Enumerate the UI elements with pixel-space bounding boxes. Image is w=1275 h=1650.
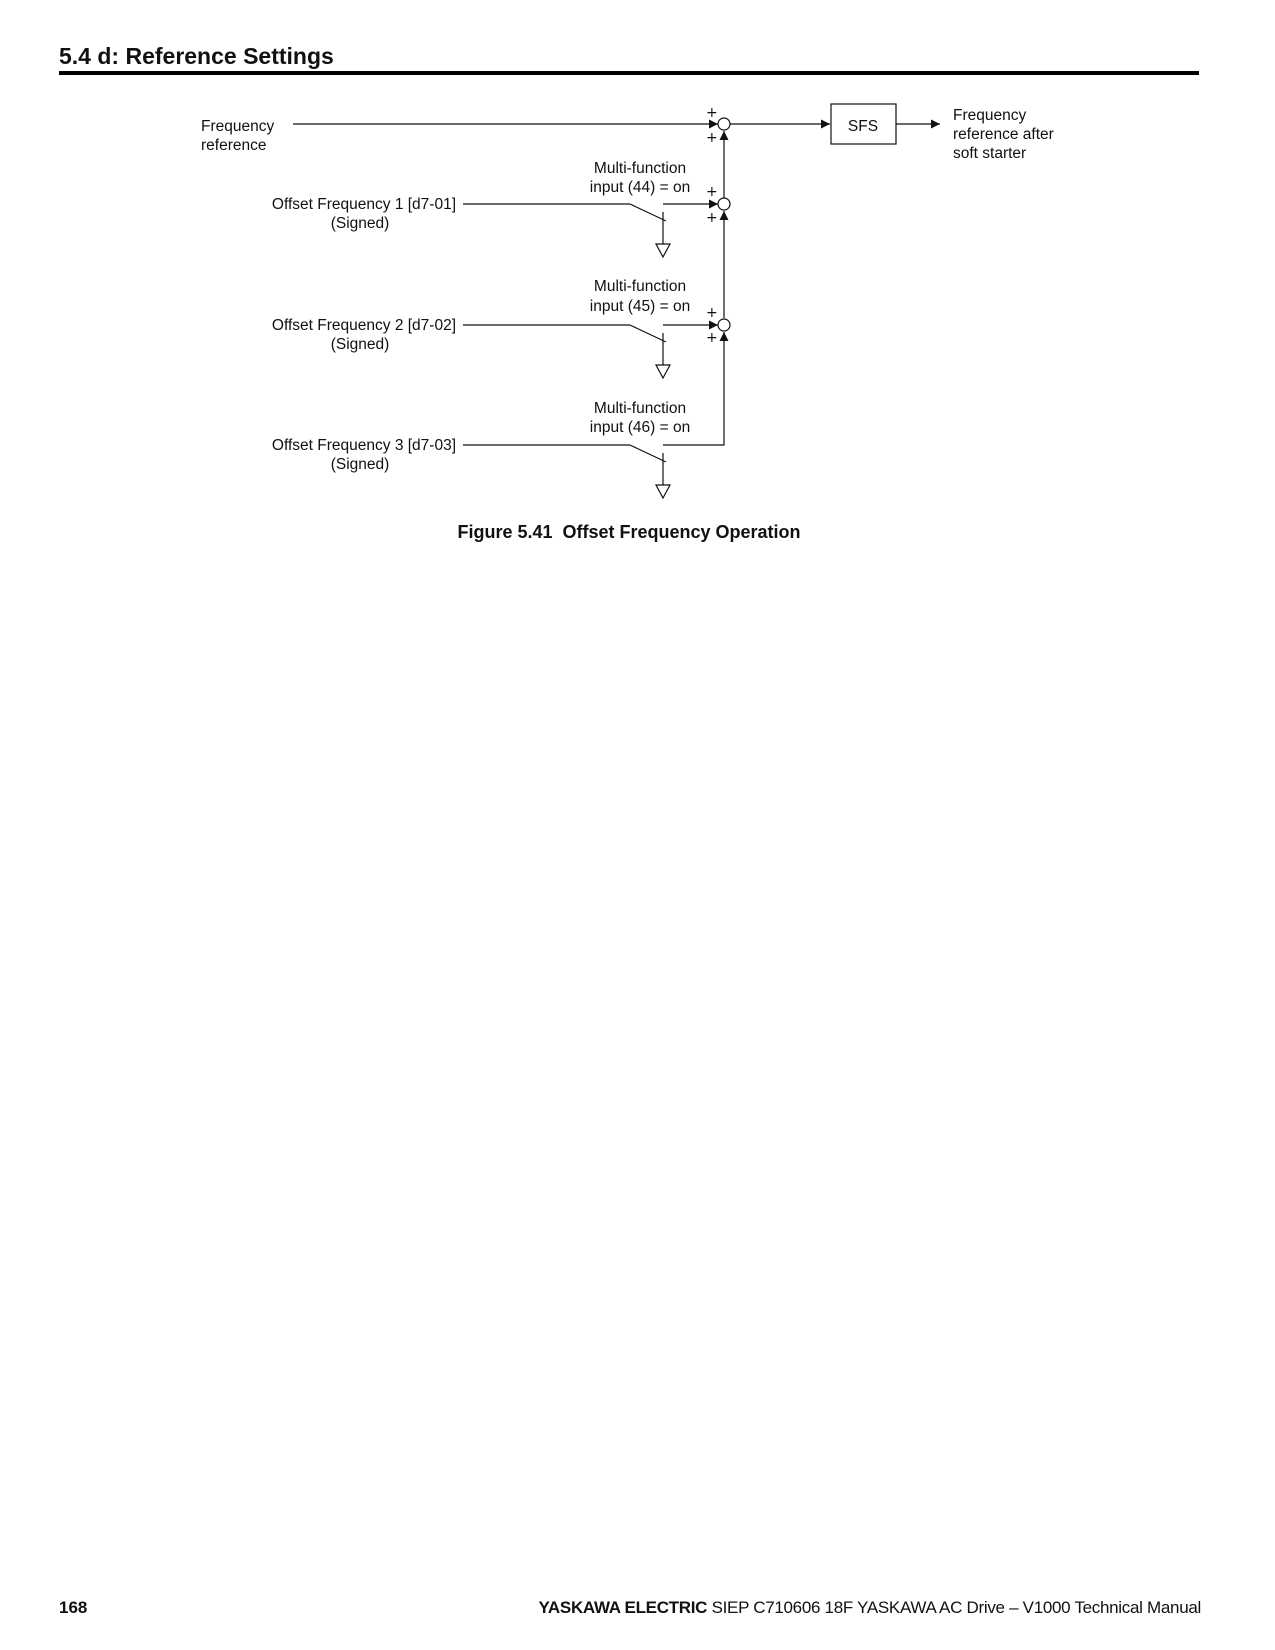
- offset-2-sublabel: (Signed): [331, 336, 390, 353]
- switch-3-label-line2: input (46) = on: [590, 419, 690, 436]
- footer-manual-info: YASKAWA ELECTRIC SIEP C710606 18F YASKAW…: [538, 1598, 1201, 1618]
- plus-sign: +: [706, 210, 718, 226]
- page-number: 168: [59, 1598, 88, 1617]
- offset-1-sublabel: (Signed): [331, 215, 390, 232]
- header-rule: [59, 71, 1199, 75]
- switch-1-label-line2: input (44) = on: [590, 179, 690, 196]
- offset-3-label: Offset Frequency 3 [d7-03]: [272, 437, 456, 454]
- sfs-block: [830, 103, 897, 145]
- offset-frequency-diagram: Frequency reference + + SFS Frequency re…: [201, 103, 1054, 500]
- switch-2-blade: [629, 324, 667, 343]
- plus-sign: +: [706, 305, 718, 321]
- switch-3-label-line1: Multi-function: [594, 400, 686, 417]
- switch-1-label-line1: Multi-function: [594, 160, 686, 177]
- sfs-label: SFS: [848, 118, 878, 135]
- summing-junction-1: [717, 117, 731, 131]
- switch-2-label-line2: input (45) = on: [590, 298, 690, 315]
- section-title: 5.4 d: Reference Settings: [59, 43, 334, 69]
- output-label-line2: reference after: [953, 126, 1054, 143]
- plus-sign: +: [706, 330, 718, 346]
- offset-2-label: Offset Frequency 2 [d7-02]: [272, 317, 456, 334]
- summing-junction-3: [717, 318, 731, 332]
- switch-2-label-line1: Multi-function: [594, 278, 686, 295]
- ground-3-icon: [654, 484, 672, 500]
- ground-1-icon: [654, 243, 672, 259]
- plus-sign: +: [706, 105, 718, 121]
- plus-sign: +: [706, 130, 718, 146]
- output-label-line3: soft starter: [953, 145, 1026, 162]
- switch-1-blade: [629, 203, 667, 222]
- figure-caption: Figure 5.41 Offset Frequency Operation: [457, 522, 801, 542]
- switch-3-to-junction-3-line: [663, 332, 729, 446]
- summing-junction-2: [717, 197, 731, 211]
- offset-1-label: Offset Frequency 1 [d7-01]: [272, 196, 456, 213]
- plus-sign: +: [706, 184, 718, 200]
- main-input-label-line1: Frequency: [201, 118, 274, 135]
- switch-3-blade: [629, 444, 667, 463]
- ground-2-icon: [654, 364, 672, 380]
- footer-manual-title: SIEP C710606 18F YASKAWA AC Drive – V100…: [707, 1598, 1202, 1617]
- output-label-line1: Frequency: [953, 107, 1026, 124]
- offset-3-sublabel: (Signed): [331, 456, 390, 473]
- footer-brand: YASKAWA ELECTRIC: [538, 1598, 708, 1617]
- main-input-label-line2: reference: [201, 137, 266, 154]
